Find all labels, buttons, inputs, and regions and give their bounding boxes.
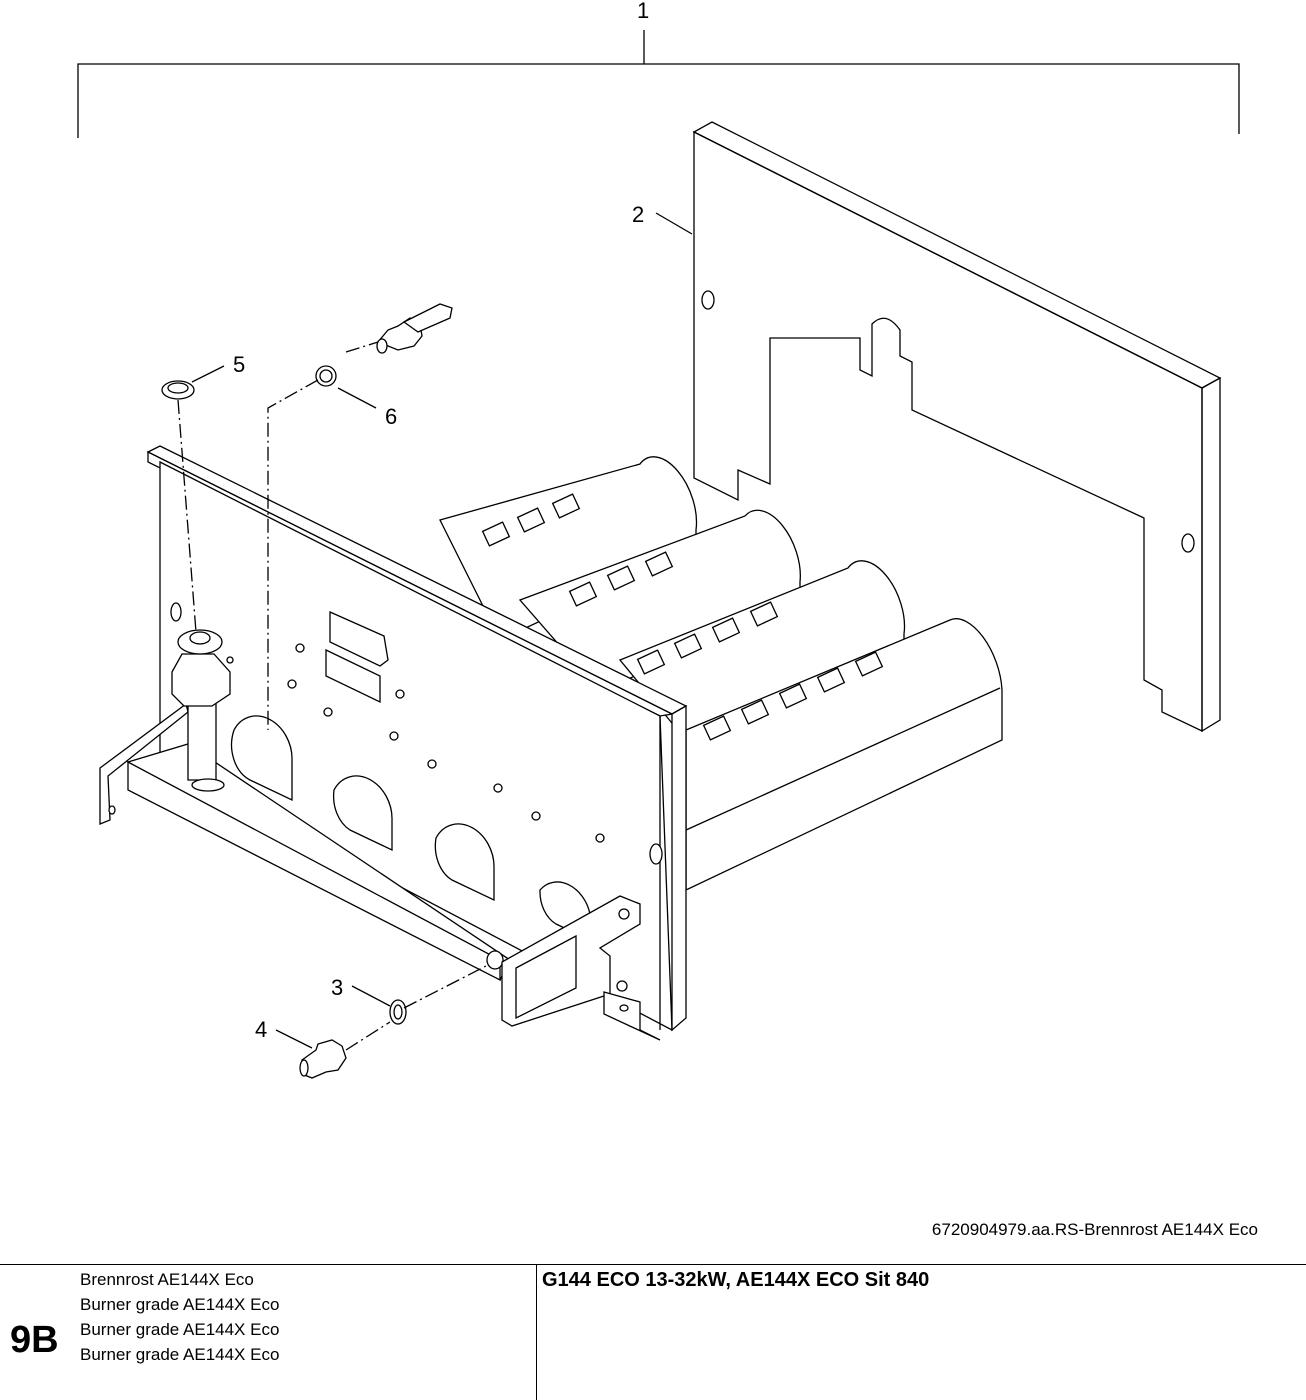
part-name-en-3: Burner grade AE144X Eco <box>80 1345 280 1364</box>
callout-1: 1 <box>637 0 650 23</box>
callout-4: 4 <box>255 1017 268 1042</box>
assembly-axes <box>178 342 486 1050</box>
callout-5: 5 <box>233 352 246 377</box>
sheet-number: 9B <box>10 1319 59 1361</box>
title-block: 9B Brennrost AE144X Eco Burner grade AE1… <box>0 1264 1306 1400</box>
gas-manifold <box>100 630 510 980</box>
pilot-injector <box>377 304 452 353</box>
drawing-title: G144 ECO 13-32kW, AE144X ECO Sit 840 <box>542 1269 930 1291</box>
part-name-de: Brennrost AE144X Eco <box>80 1270 254 1289</box>
burner-tube <box>520 510 800 692</box>
mounting-bracket <box>502 896 660 1040</box>
divider <box>536 1265 537 1400</box>
part-name-en: Burner grade AE144X Eco <box>80 1295 280 1314</box>
callout-3: 3 <box>331 975 344 1000</box>
burner-tubes <box>440 457 1002 890</box>
heat-shield-plate <box>656 122 1220 731</box>
burner-tube <box>620 561 904 745</box>
exploded-parts-drawing <box>0 0 1306 1200</box>
figure-reference: 6720904979.aa.RS-Brennrost AE144X Eco <box>931 1220 1258 1239</box>
assembly-bracket <box>78 30 1239 138</box>
part-name-en-2: Burner grade AE144X Eco <box>80 1320 280 1339</box>
callout-2: 2 <box>632 202 645 227</box>
front-plate <box>148 446 686 1030</box>
callout-6: 6 <box>385 404 398 429</box>
part-names: Brennrost AE144X Eco Burner grade AE144X… <box>80 1267 279 1367</box>
seal-ring-item-5 <box>162 366 224 399</box>
nozzle-item-4 <box>276 1030 346 1078</box>
seal-ring-item-3 <box>352 986 406 1024</box>
burner-tube <box>686 619 1002 890</box>
burner-tube <box>440 457 696 640</box>
seal-ring-item-6 <box>316 366 376 408</box>
